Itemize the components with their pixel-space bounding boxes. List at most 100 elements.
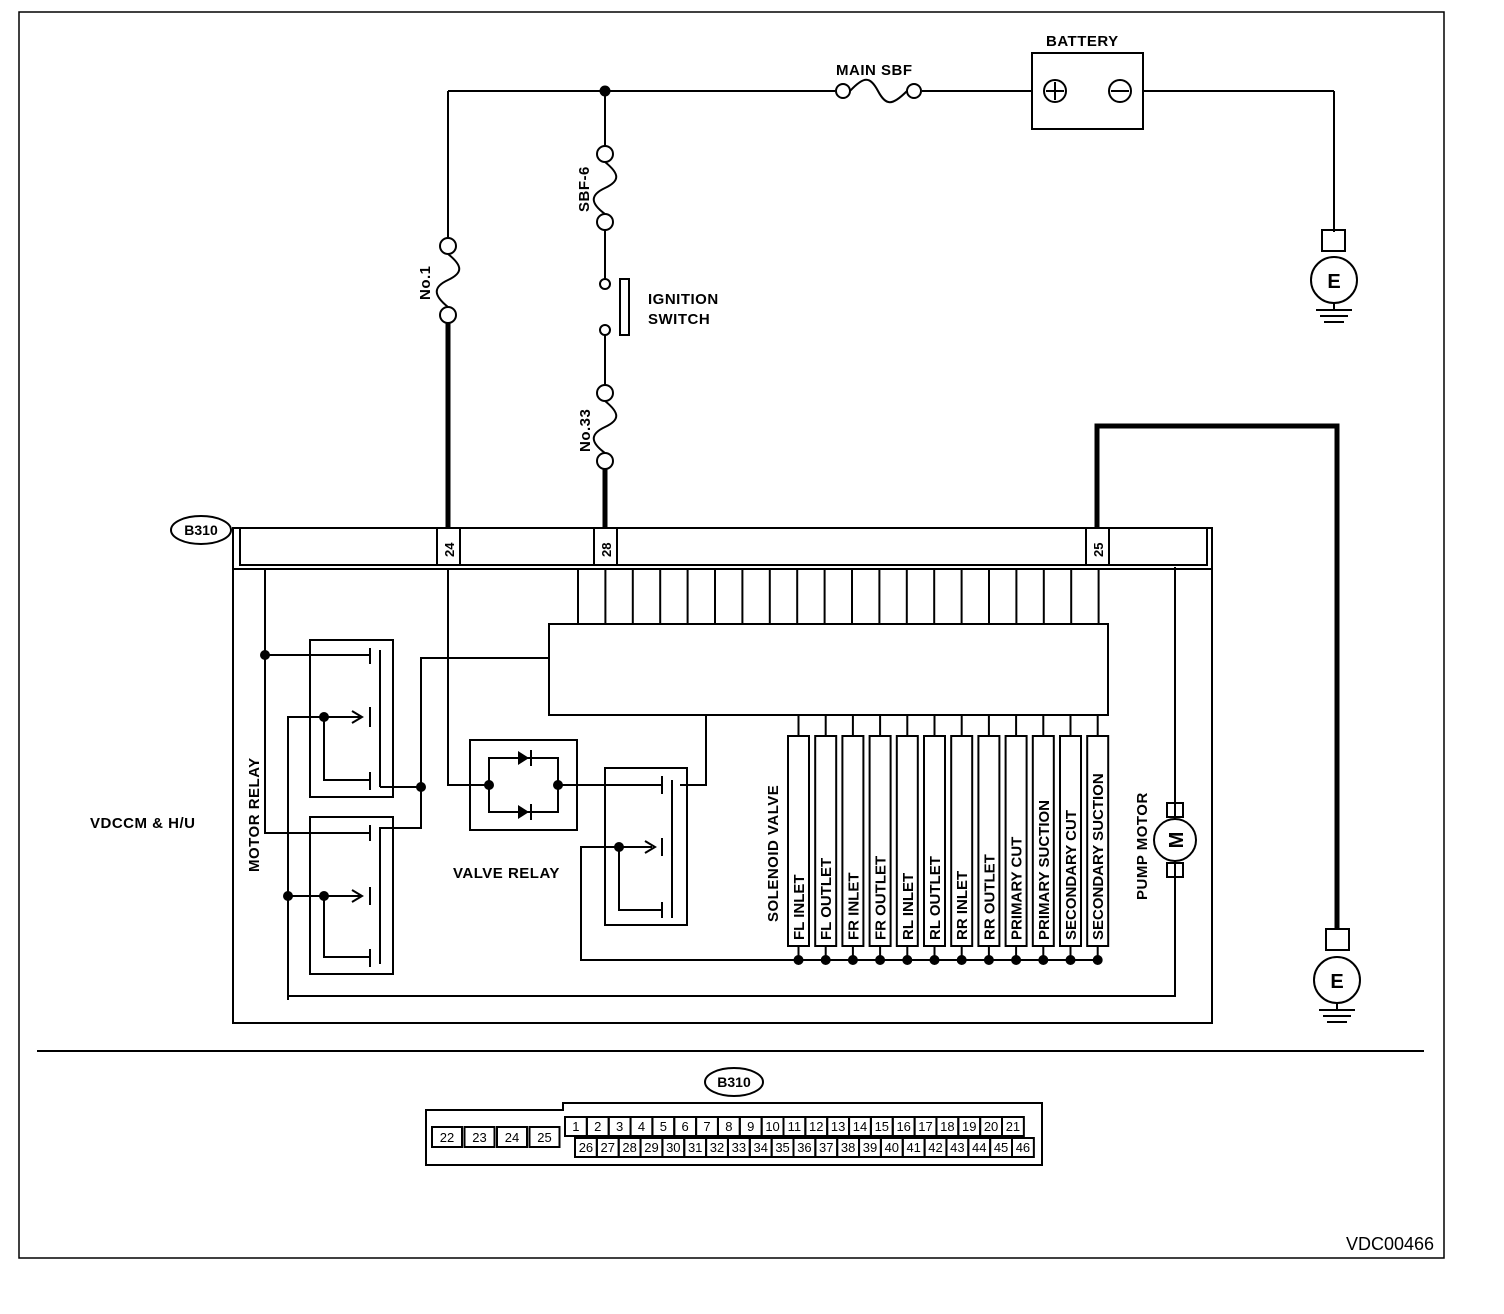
solenoid-label: RL OUTLET	[927, 856, 944, 940]
solenoid-rl-outlet: RL OUTLET	[923, 715, 946, 965]
face-pin-label: 43	[950, 1140, 964, 1155]
sbf6-label: SBF-6	[576, 166, 593, 212]
face-pin-label: 14	[853, 1119, 867, 1134]
face-pin-label: 21	[1006, 1119, 1020, 1134]
ignition-switch: IGNITION SWITCH	[599, 278, 719, 336]
fuse-sbf6: SBF-6	[576, 145, 618, 231]
pin-28-label: 28	[599, 543, 614, 557]
outer-frame	[18, 11, 1445, 1259]
solenoid-fr-inlet: FR INLET	[841, 715, 865, 965]
pump-motor-symbol: M	[1166, 832, 1188, 849]
fuse-no1: No.1	[417, 237, 461, 324]
fuse-no33: No.33	[577, 384, 618, 470]
fuse-no1-label: No.1	[417, 265, 434, 300]
face-pin-label: 30	[666, 1140, 680, 1155]
face-pin-label: 41	[906, 1140, 920, 1155]
face-pin-label: 42	[928, 1140, 942, 1155]
face-pin-label: 3	[616, 1119, 623, 1134]
main-sbf-fuse: MAIN SBF	[835, 62, 922, 104]
diagram-id: VDC00466	[1346, 1234, 1434, 1254]
face-pin-label: 4	[638, 1119, 645, 1134]
pin-24-label: 24	[442, 542, 457, 557]
fuse-no33-label: No.33	[577, 409, 594, 452]
face-pin-label: 17	[918, 1119, 932, 1134]
face-pin-label: 11	[788, 1119, 802, 1134]
solenoid-label: FR OUTLET	[873, 856, 890, 940]
ground-symbol-2: E	[1313, 928, 1361, 1023]
face-pin-label: 44	[972, 1140, 986, 1155]
solenoid-label: PRIMARY SUCTION	[1036, 800, 1053, 940]
connector-tag-label: B310	[184, 522, 218, 538]
face-pin-label: 23	[472, 1130, 486, 1145]
pump-motor: PUMP MOTOR M	[1134, 792, 1197, 900]
solenoid-fl-inlet: FL INLET	[787, 715, 810, 965]
face-pin-label: 18	[940, 1119, 954, 1134]
ground-1-label: E	[1327, 271, 1340, 293]
pin-25-label: 25	[1091, 543, 1106, 557]
battery-label: BATTERY	[1046, 33, 1119, 50]
connector-face-tag: B310	[717, 1074, 751, 1090]
solenoid-label: RR INLET	[954, 871, 971, 940]
solenoid-label: SECONDARY CUT	[1063, 810, 1080, 940]
solenoid-fr-outlet: FR OUTLET	[868, 715, 892, 965]
face-pin-label: 19	[962, 1119, 976, 1134]
face-pin-label: 22	[440, 1130, 454, 1145]
face-pin-label: 36	[797, 1140, 811, 1155]
face-pin-label: 24	[505, 1130, 519, 1145]
face-pin-label: 12	[809, 1119, 823, 1134]
face-pin-label: 32	[710, 1140, 724, 1155]
main-sbf-label: MAIN SBF	[836, 62, 913, 79]
face-pin-label: 5	[660, 1119, 667, 1134]
module-internals: VDCCM & H/U MOTOR RELAY	[90, 567, 1197, 1000]
motor-relay: MOTOR RELAY	[246, 567, 1176, 1000]
face-pin-label: 7	[703, 1119, 710, 1134]
face-pin-label: 31	[688, 1140, 702, 1155]
solenoid-rl-inlet: RL INLET	[895, 715, 919, 965]
connector-b310-strip: B310 24 28 25	[170, 515, 1213, 1024]
solenoid-fl-outlet: FL OUTLET	[814, 715, 838, 965]
face-pin-label: 35	[775, 1140, 789, 1155]
face-pin-label: 1	[572, 1119, 579, 1134]
solenoid-label: FR INLET	[845, 873, 862, 941]
valve-relay: VALVE RELAY	[447, 569, 800, 961]
control-unit	[548, 623, 1109, 716]
face-pin-label: 15	[875, 1119, 889, 1134]
valve-relay-label: VALVE RELAY	[453, 865, 560, 882]
face-pin-cell	[496, 1126, 528, 1148]
solenoid-label: FL OUTLET	[818, 858, 835, 940]
solenoid-primary-suction: PRIMARY SUCTION	[1031, 715, 1055, 965]
module-label: VDCCM & H/U	[90, 815, 196, 832]
face-pin-cell	[1001, 1116, 1025, 1137]
pump-motor-label: PUMP MOTOR	[1134, 792, 1151, 900]
face-pin-label: 28	[622, 1140, 636, 1155]
face-pin-cell	[528, 1126, 561, 1148]
ignition-label-line1: IGNITION	[648, 291, 719, 308]
face-pin-cell	[431, 1126, 463, 1148]
face-pin-label: 38	[841, 1140, 855, 1155]
battery: BATTERY	[1031, 33, 1144, 130]
solenoid-label: FL INLET	[791, 874, 808, 940]
solenoid-secondary-suction: SECONDARY SUCTION	[1086, 715, 1110, 965]
solenoid-label: RL INLET	[900, 873, 917, 940]
face-pin-label: 46	[1016, 1140, 1030, 1155]
face-pin-label: 16	[896, 1119, 910, 1134]
face-pin-label: 34	[753, 1140, 767, 1155]
connector-tag	[170, 515, 232, 545]
face-pin-label: 27	[601, 1140, 615, 1155]
solenoid-rr-outlet: RR OUTLET	[977, 715, 1001, 965]
face-pin-label: 10	[765, 1119, 779, 1134]
motor-relay-label: MOTOR RELAY	[246, 757, 263, 872]
face-pin-label: 39	[863, 1140, 877, 1155]
face-pin-label: 13	[831, 1119, 845, 1134]
face-pin-label: 37	[819, 1140, 833, 1155]
face-pin-cell	[1011, 1137, 1035, 1158]
face-pin-label: 26	[579, 1140, 593, 1155]
solenoid-label: SECONDARY SUCTION	[1090, 773, 1107, 940]
face-pin-label: 33	[732, 1140, 746, 1155]
solenoid-primary-cut: PRIMARY CUT	[1004, 715, 1028, 965]
face-pin-label: 2	[594, 1119, 601, 1134]
face-pin-label: 40	[885, 1140, 899, 1155]
ground-2-label: E	[1330, 971, 1343, 993]
